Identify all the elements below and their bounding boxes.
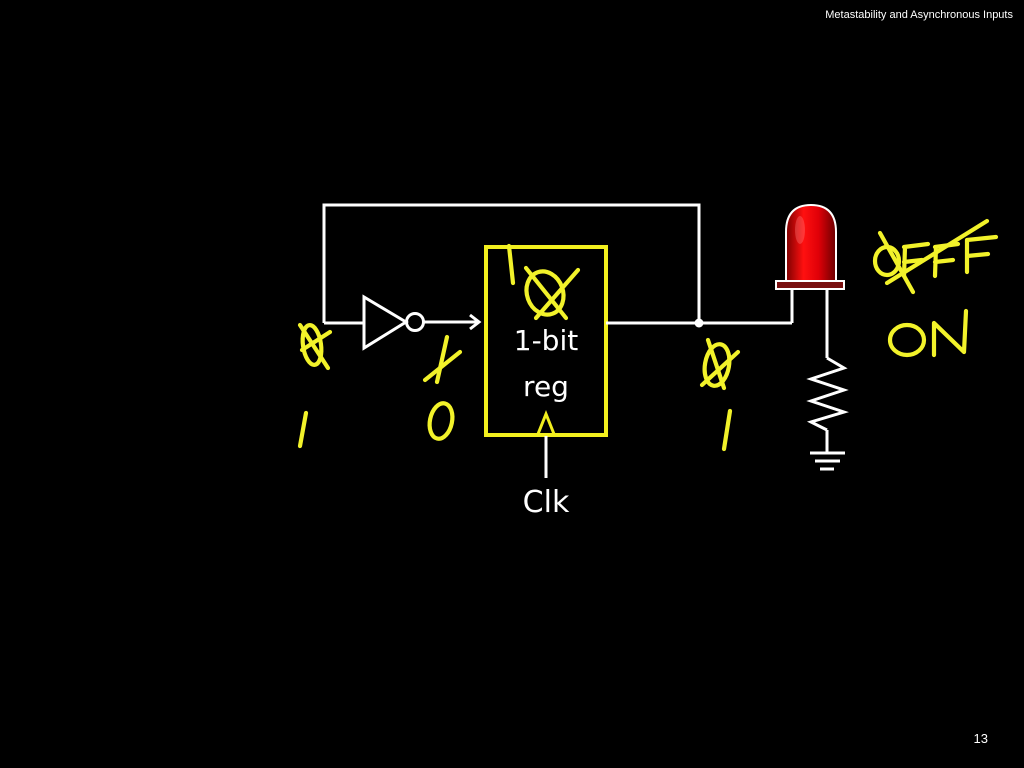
handwritten-annotations [297,218,999,452]
led-base [775,280,845,290]
register-input-arrowhead [469,313,482,331]
annotation-inverter-output-crossed-one [422,334,463,385]
register-label-line2: reg [523,370,569,403]
register-label-line1: 1-bit [513,324,579,357]
junction-dot [694,318,704,328]
slide-header-title: Metastability and Asynchronous Inputs [825,9,1013,21]
resistor-icon [806,356,849,432]
annotation-left-node-crossed-zero [297,322,333,371]
annotation-led-off-crossed [872,218,999,295]
annotation-left-node-one [297,410,309,449]
clock-label: Clk [522,485,570,520]
led-icon [785,203,837,282]
feedback-wire [322,203,701,323]
annotation-led-on [887,308,969,358]
annotation-output-node-crossed-zero [699,337,741,391]
annotation-register-state-crossed-zero [523,265,581,321]
annotation-register-state-one [506,243,516,286]
inverter-bubble [405,312,425,332]
led-highlight [795,216,805,244]
annotation-output-node-one [721,408,733,452]
annotation-inverter-output-zero [427,401,455,441]
slide-page-number: 13 [973,731,988,746]
inverter-gate [362,294,409,351]
one-bit-register [484,245,608,437]
ground-icon [810,451,845,471]
clock-triangle [536,409,556,435]
